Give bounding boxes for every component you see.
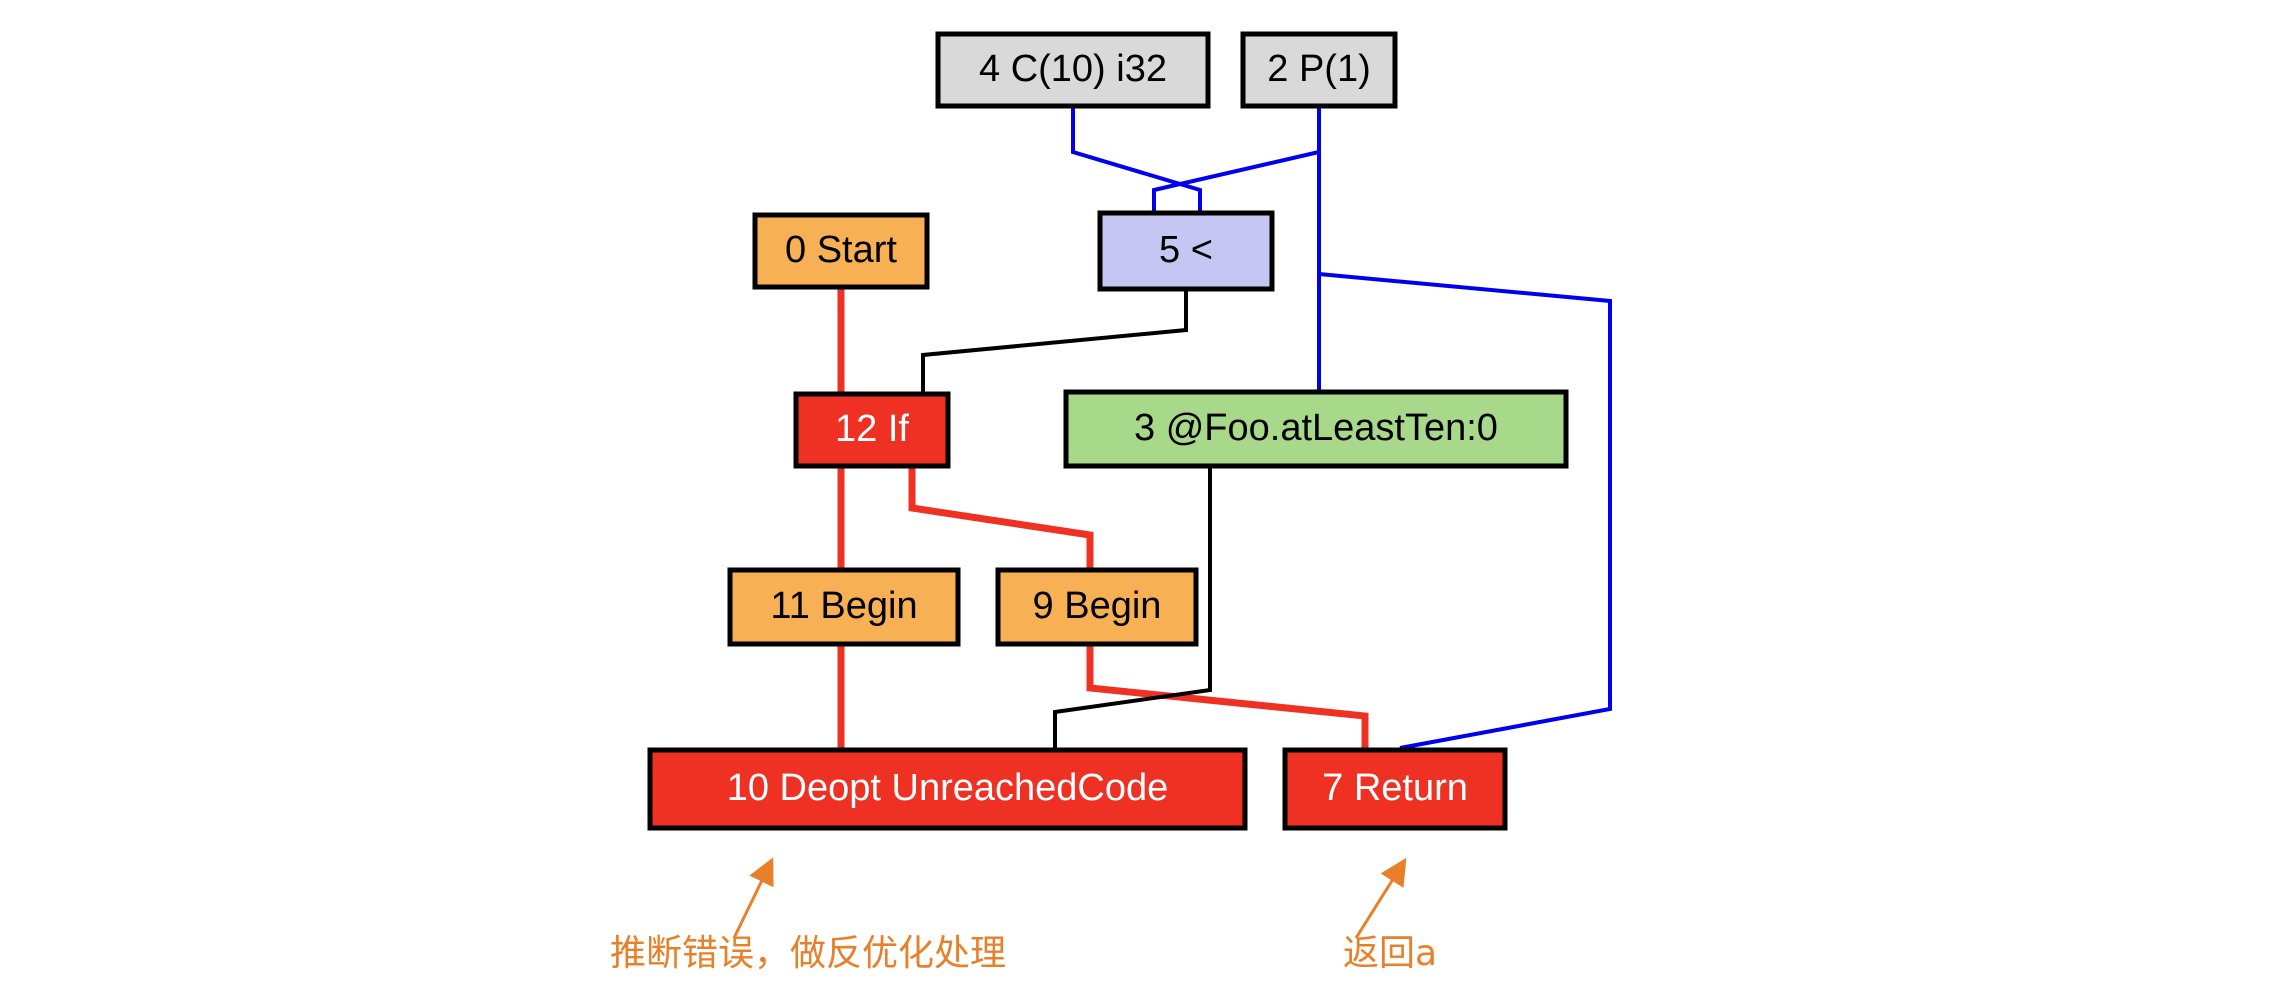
edge-memory-n3-to-n10 — [1053, 466, 1212, 750]
annotation-arrow-icon-a2 — [1354, 857, 1407, 939]
annotation-arrow-icon-a1 — [732, 857, 774, 939]
node-label-n4: 4 C(10) i32 — [979, 48, 1167, 90]
edge-memory-n5-to-n12 — [921, 289, 1188, 394]
node-n5-compare[interactable]: 5 < — [1097, 210, 1275, 292]
node-box-n0[interactable] — [752, 212, 930, 290]
node-box-n11[interactable] — [727, 567, 961, 647]
annotation-text-a2: 返回a — [1343, 933, 1437, 974]
node-box-n3[interactable] — [1063, 389, 1569, 469]
edges-layer — [837, 106, 1612, 750]
edge-data-n2-to-n5 — [1152, 106, 1321, 213]
node-n9-control[interactable]: 9 Begin — [995, 567, 1199, 647]
node-box-n2[interactable] — [1240, 31, 1398, 109]
node-n3-call[interactable]: 3 @Foo.atLeastTen:0 — [1063, 389, 1569, 469]
nodes-layer: 4 C(10) i32 2 P(1) 0 Start 5 < 12 If 3 @Foo.a… — [647, 31, 1569, 831]
edge-data-n4-to-n5 — [1071, 106, 1202, 213]
node-n11-control[interactable]: 11 Begin — [727, 567, 961, 647]
node-label-n5: 5 < — [1159, 229, 1213, 271]
annotation-a1: 推断错误，做反优化处理 — [610, 857, 1006, 974]
annotation-a2: 返回a — [1343, 857, 1437, 974]
node-box-n7[interactable] — [1282, 747, 1508, 831]
node-n12-terminator[interactable]: 12 If — [793, 391, 951, 469]
node-n7-terminator[interactable]: 7 Return — [1282, 747, 1508, 831]
node-label-n10: 10 Deopt UnreachedCode — [727, 767, 1169, 809]
node-label-n0: 0 Start — [785, 229, 897, 271]
node-box-n9[interactable] — [995, 567, 1199, 647]
node-label-n12: 12 If — [835, 408, 909, 450]
edge-data-n2-to-n7 — [1318, 272, 1612, 750]
edge-control-n9-to-n7 — [1086, 644, 1369, 750]
node-label-n3: 3 @Foo.atLeastTen:0 — [1134, 407, 1498, 449]
annotations-layer: 推断错误，做反优化处理 返回a — [610, 857, 1437, 974]
annotation-text-a1: 推断错误，做反优化处理 — [610, 933, 1006, 974]
node-box-n10[interactable] — [647, 747, 1248, 831]
node-n4-constant[interactable]: 4 C(10) i32 — [935, 31, 1211, 109]
node-label-n11: 11 Begin — [770, 585, 917, 627]
node-label-n2: 2 P(1) — [1267, 48, 1370, 90]
node-n10-terminator[interactable]: 10 Deopt UnreachedCode — [647, 747, 1248, 831]
node-n0-control[interactable]: 0 Start — [752, 212, 930, 290]
node-box-n12[interactable] — [793, 391, 951, 469]
node-box-n5[interactable] — [1097, 210, 1275, 292]
node-label-n7: 7 Return — [1322, 767, 1468, 809]
node-label-n9: 9 Begin — [1033, 585, 1162, 627]
node-box-n4[interactable] — [935, 31, 1211, 109]
edge-control-n12-to-n9 — [908, 466, 1094, 570]
node-n2-parameter[interactable]: 2 P(1) — [1240, 31, 1398, 109]
